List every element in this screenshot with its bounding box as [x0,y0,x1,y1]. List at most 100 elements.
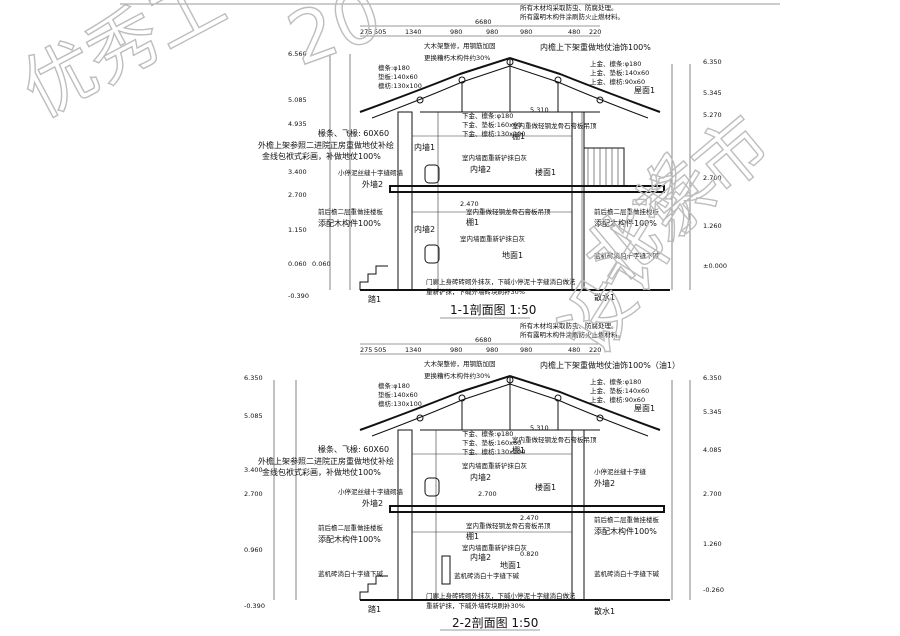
note: 内檐上下架重做地仗油饰100% [540,42,651,52]
note: 棚1 [512,445,525,455]
note: 所有木材均采取防虫、防腐处理。 [520,3,618,12]
level: 6.560 [288,50,307,58]
purlin [458,394,466,402]
level: 5.085 [244,412,263,420]
level: -0.260 [703,586,724,594]
level: 1.260 [703,540,722,548]
door-icon [441,555,451,585]
note: 散水1 [594,606,615,616]
level: 3.400 [288,168,307,176]
note: 0.820 [520,550,539,558]
purlin [554,76,562,84]
entry-steps [359,265,388,290]
note: 室内墙面重新铲抹白灰 [462,543,528,552]
purlin [416,96,424,104]
level: 2.700 [288,191,307,199]
note: 所有露明木构件涂刷防火止燃材料。 [520,330,624,339]
top-dimensions: 275 505 1340 980 980 980 480 220 [360,28,601,36]
purlin [596,96,604,104]
dimension: 980 [450,28,462,36]
dimension: 220 [589,28,601,36]
note: 内墙2 [414,224,435,234]
dimension: 1340 [405,346,422,354]
note: 蓝机砖淌白十字缝下碱 [454,571,520,580]
note: 小停泥丝缝十字缝砌墙 [338,487,404,496]
dimension: 480 [568,28,580,36]
railing-balusters [587,148,619,186]
note: 重新铲抹，下碱外墙砖块刷补30% [426,287,525,296]
level: 5.345 [703,89,722,97]
left-notes: 大木架整修，用钢筋加固 更换糟朽木构件约30% 檩条:φ180 垫板:140x6… [258,359,496,614]
note: 外檐上架参照二进院正房重做地仗补绘 [258,456,394,466]
window-icon [424,244,440,264]
level: -0.390 [288,292,309,300]
note: 棚1 [466,531,479,541]
note: 所有木材均采取防虫、防腐处理。 [520,321,618,330]
right-notes: 小停泥丝缝十字缝 外墙2 前后檐二层重做挂楼板 添配木构件100% 蓝机砖淌白十… [594,467,660,578]
note: 棚1 [466,217,479,227]
note: 上金、檩枋:90x60 [590,77,645,86]
note: 室内重做轻钢龙骨石膏板吊顶 [466,207,551,216]
note: 金线包袱式彩画，补做地仗100% [262,151,381,161]
note: 重新铲抹，下碱外墙砖块刷补30% [426,601,525,610]
level: 6.350 [244,374,263,382]
note: 下金、檩枋:130x100 [462,129,525,138]
note: 内檐上下架重做地仗油饰100%（油1） [540,360,680,370]
note: 更换糟朽木构件约30% [424,53,490,62]
level: 2.700 [703,490,722,498]
watermark-text: 北京市 [567,100,786,303]
note: 屋面1 [634,86,655,95]
dimension: 980 [486,346,498,354]
level: 1.150 [288,226,307,234]
note: 5.310 [530,424,549,432]
middle-notes: 内檐上下架重做地仗油饰100%（油1） 上金、檩条:φ180 上金、垫板:140… [426,360,680,616]
note: 下金、檩条:φ180 [462,429,513,438]
note: 下金、垫板:160x60 [462,120,521,129]
purlin [416,414,424,422]
dimension: 275 [360,28,372,36]
purlin [506,58,514,66]
note: 楼面1 [535,482,556,492]
window-icon [424,477,440,497]
dimension: 505 [374,28,386,36]
note: 更换糟朽木构件约30% [424,371,490,380]
second-floor-slab [389,505,665,513]
note: 外墙2 [594,478,615,488]
left-wall [397,111,413,291]
note: 小停泥丝缝十字缝砌墙 [338,168,404,177]
note: 内墙2 [470,472,491,482]
note: 上金、檩条:φ180 [590,377,641,386]
note: 檩枋:130x100 [378,81,422,90]
level: 2.700 [703,174,722,182]
note: 下金、檩条:φ180 [462,111,513,120]
note: 垫板:140x60 [378,72,418,81]
dimension: 980 [486,28,498,36]
purlin [458,76,466,84]
note: 上金、檩条:φ180 [590,59,641,68]
note: 内墙2 [470,552,491,562]
note: 地面1 [502,250,523,260]
level: 6.350 [703,58,722,66]
left-notes: 大木架整修，用钢筋加固 更换糟朽木构件约30% 檩条:φ180 垫板:140x6… [258,41,496,304]
level: -0.390 [244,602,265,610]
level: 5.270 [703,111,722,119]
note: 上金、垫板:140x60 [590,386,649,395]
level: 5.085 [288,96,307,104]
purlin [554,394,562,402]
note: 金线包袱式彩画，补做地仗100% [262,467,381,477]
note: 檩条:φ180 [378,381,410,390]
note: 屋面1 [634,404,655,413]
right-wall [571,429,585,601]
dimension: 980 [520,346,532,354]
entry-steps [359,575,388,600]
note: 地面1 [500,560,521,570]
note: 檩枋:130x100 [378,399,422,408]
note: 棚1 [512,131,525,141]
note: 垫板:140x60 [378,390,418,399]
note: 门廊上身砖砖砌外抹灰，下碱小停泥十字缝淌白做法 [426,277,576,286]
section-title: 1-1剖面图 1:50 [450,303,536,317]
middle-notes: 内檐上下架重做地仗油饰100% 上金、檩条:φ180 上金、垫板:140x60 … [414,42,655,302]
note: 门廊上身砖砖砌外抹灰，下碱小停泥十字缝淌白做法 [426,591,576,600]
left-levels: 6.560 5.085 4.935 3.400 2.700 1.150 0.06… [288,50,331,300]
